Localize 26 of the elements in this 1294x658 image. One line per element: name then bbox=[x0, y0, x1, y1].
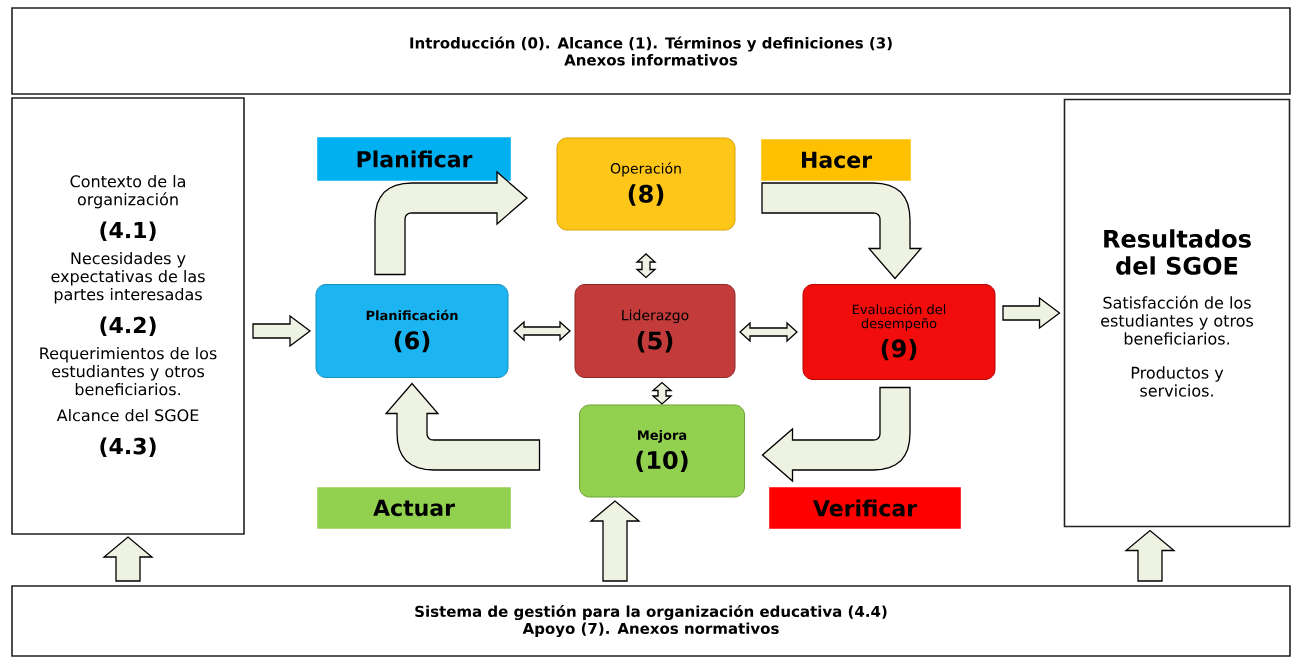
process-box: Operación (8) bbox=[556, 137, 736, 231]
process-box: Mejora (10) bbox=[579, 404, 745, 498]
block-arrow bbox=[1124, 529, 1176, 582]
phase-label: Verificar bbox=[769, 487, 961, 529]
block-arrow bbox=[513, 320, 571, 342]
block-arrow bbox=[651, 381, 673, 405]
block-arrow bbox=[102, 536, 154, 582]
block-arrow bbox=[589, 500, 641, 582]
footer-box: Sistema de gestión para la organización educativa (4.4) Apoyo (7). Anexos normativos bbox=[11, 585, 1291, 657]
block-arrow bbox=[635, 253, 657, 279]
phase-label: Hacer bbox=[761, 139, 911, 181]
header-box: Introducción (0). Alcance (1). Términos y definiciones (3) Anexos informativos bbox=[11, 7, 1291, 95]
block-arrow bbox=[739, 321, 798, 343]
text-panel: Contexto de la organización (4.1) Necesidades y expectativas de las partes interesadas (4.2) Requerimientos de los estudiantes y otros beneficiarios. Alcance del SGOE (4.3) bbox=[11, 97, 245, 535]
block-arrow bbox=[252, 314, 312, 348]
block-arrow bbox=[761, 386, 911, 483]
phase-label: Planificar bbox=[317, 137, 511, 181]
block-arrow bbox=[374, 170, 528, 276]
phase-label: Actuar bbox=[317, 487, 511, 529]
block-arrow bbox=[761, 182, 923, 280]
process-box: Liderazgo (5) bbox=[574, 284, 736, 378]
block-arrow bbox=[384, 382, 541, 471]
block-arrow bbox=[1002, 296, 1061, 330]
process-box: Planificación (6) bbox=[315, 284, 509, 378]
process-box: Evaluación del desempeño (9) bbox=[802, 284, 996, 380]
text-panel: Resultados del SGOE Satisfacción de los estudiantes y otros beneficiarios. Productos y servicios. bbox=[1063, 98, 1291, 528]
